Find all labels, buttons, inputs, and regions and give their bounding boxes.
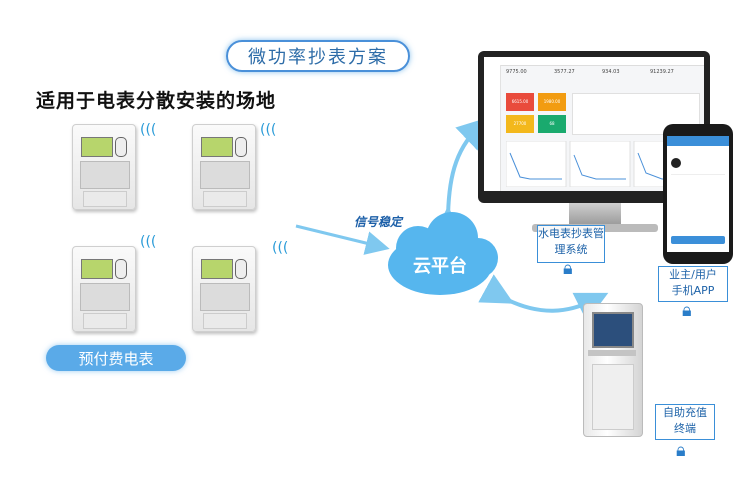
electric-meter-1	[72, 124, 136, 210]
stat-2: 3577.27	[554, 69, 575, 75]
phone-action-button	[671, 236, 725, 244]
meter-terminal	[203, 313, 247, 329]
wifi-icon: (((	[272, 240, 289, 256]
prepaid-meter-label: 预付费电表	[46, 345, 186, 371]
signal-stable-label: 信号稳定	[354, 215, 403, 229]
kiosk-screen	[592, 312, 634, 348]
self-recharge-terminal-label: 自助充值 终端	[655, 404, 715, 440]
tile-orange: 1980.00	[538, 93, 566, 111]
phone-header	[667, 136, 729, 146]
wifi-icon: (((	[140, 122, 157, 138]
monitor-stand	[569, 203, 621, 225]
kiosk-cabinet	[592, 364, 634, 430]
owner-app-line2: 手机APP	[671, 284, 715, 297]
stat-1: 9775.00	[506, 69, 527, 75]
meter-button	[115, 259, 127, 279]
arrow-cloud-kiosk	[478, 274, 609, 322]
tile-yellow: 27700	[506, 115, 534, 133]
wifi-icon: (((	[260, 122, 277, 138]
meter-terminal	[83, 313, 127, 329]
meter-terminal	[203, 191, 247, 207]
stat-3: 934.03	[602, 69, 620, 75]
meter-panel	[80, 161, 130, 189]
owner-app-label: 业主/用户 手机APP	[658, 266, 728, 302]
electric-meter-4	[192, 246, 256, 332]
meter-panel	[80, 283, 130, 311]
owner-app-line1: 业主/用户	[669, 268, 717, 281]
meter-lcd	[201, 259, 233, 279]
meter-button	[235, 137, 247, 157]
meter-lcd	[201, 137, 233, 157]
kiosk-shelf	[588, 350, 636, 356]
phone-info-list	[671, 174, 725, 215]
meter-lcd	[81, 259, 113, 279]
wifi-icon: (((	[140, 234, 157, 250]
page-title-text: 微功率抄表方案	[248, 47, 388, 68]
tile-green: 68	[538, 115, 566, 133]
page-subtitle: 适用于电表分散安装的场地	[36, 90, 277, 112]
stat-4: 91239.27	[650, 69, 674, 75]
smartphone	[663, 124, 733, 264]
meter-panel	[200, 283, 250, 311]
phone-avatar	[671, 158, 681, 168]
electric-meter-3	[72, 246, 136, 332]
lock-icon: 🔒︎	[563, 258, 573, 279]
tile-red: 6615.00	[506, 93, 534, 111]
lock-icon: 🔒︎	[676, 440, 686, 461]
meter-lcd	[81, 137, 113, 157]
prepaid-meter-label-text: 预付费电表	[78, 349, 154, 368]
meter-button	[115, 137, 127, 157]
management-system-text: 水电表抄表管理系统	[538, 227, 604, 256]
electric-meter-2	[192, 124, 256, 210]
self-service-kiosk	[583, 303, 643, 437]
meter-terminal	[83, 191, 127, 207]
cloud-platform-label: 云平台	[413, 256, 467, 277]
arrow-cloud-monitor	[431, 116, 490, 239]
meter-panel	[200, 161, 250, 189]
dashboard-sidebar	[484, 65, 501, 191]
meter-button	[235, 259, 247, 279]
arrow-meters-cloud	[295, 224, 390, 255]
dashboard-topbar	[484, 57, 704, 66]
phone-screen	[667, 136, 729, 252]
cloud-icon	[388, 212, 498, 295]
lock-icon: 🔒︎	[682, 300, 692, 321]
terminal-line2: 终端	[674, 422, 696, 435]
terminal-line1: 自助充值	[663, 406, 707, 419]
page-title: 微功率抄表方案	[226, 40, 410, 72]
management-system-label: 水电表抄表管理系统	[537, 225, 605, 263]
